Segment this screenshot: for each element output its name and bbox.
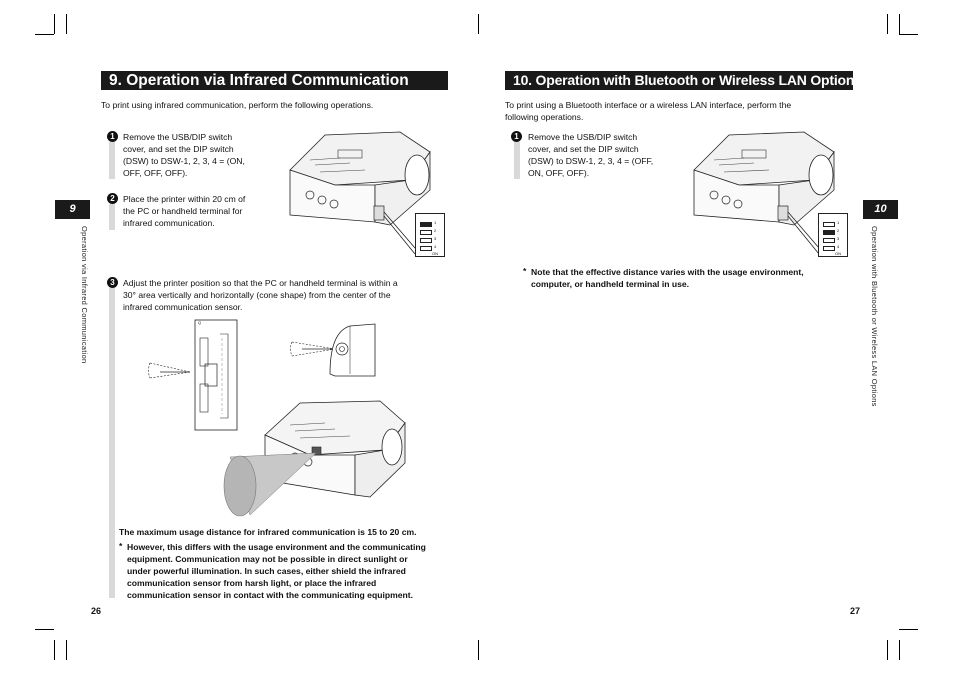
step-line: 30° area vertically and horizontally (co…: [123, 290, 391, 300]
dip-on-label: ON: [835, 251, 841, 256]
page-number: 26: [91, 606, 102, 616]
step-number: 3: [107, 277, 118, 288]
step-bar: [109, 204, 115, 230]
sensor-top-view: [290, 323, 376, 377]
printer-illustration: [289, 131, 431, 255]
note-text: Note that the effective distance varies …: [531, 266, 851, 290]
page-title: 9. Operation via Infrared Communication: [101, 71, 448, 90]
side-chapter-label: Operation via Infrared Communication: [80, 226, 89, 364]
step-bar: [109, 288, 115, 598]
step-number: 1: [107, 131, 118, 142]
step-line: the PC or handheld terminal for: [123, 206, 243, 216]
step-bar: [514, 142, 520, 179]
step-line: OFF, OFF, OFF).: [123, 168, 188, 178]
step-text: Remove the USB/DIP switch cover, and set…: [528, 131, 678, 179]
intro-text: To print using infrared communication, p…: [101, 100, 374, 110]
chapter-tab: 10: [863, 200, 898, 219]
dip-label: 3: [837, 236, 840, 241]
step-text: Remove the USB/DIP switch cover, and set…: [123, 131, 273, 179]
step-line: cover, and set the DIP switch: [528, 144, 639, 154]
step-text: Place the printer within 20 cm of the PC…: [123, 193, 273, 229]
step-line: Place the printer within 20 cm of: [123, 194, 246, 204]
step-number: 2: [107, 193, 118, 204]
step-bar: [109, 142, 115, 179]
printer-illustration: [693, 131, 835, 255]
note-line: computer, or handheld terminal in use.: [531, 279, 690, 289]
dip-switch-box: 1 2 3 4 ON: [415, 213, 445, 257]
dip-label: 3: [434, 236, 437, 241]
chapter-tab: 9: [55, 200, 90, 219]
step-number: 1: [511, 131, 522, 142]
step-line: ON, OFF, OFF).: [528, 168, 590, 178]
note-text: However, this differs with the usage env…: [127, 541, 457, 601]
page-number: 27: [850, 606, 861, 616]
max-distance-text: The maximum usage distance for infrared …: [119, 527, 417, 537]
dip-label: 4: [837, 244, 840, 249]
step-line: infrared communication.: [123, 218, 215, 228]
step-line: (DSW) to DSW-1, 2, 3, 4 = (OFF,: [528, 156, 654, 166]
step-text: Adjust the printer position so that the …: [123, 277, 453, 313]
note-star: *: [523, 266, 527, 276]
step-line: Remove the USB/DIP switch: [528, 132, 638, 142]
dip-label: 4: [434, 244, 437, 249]
dip-switch-box: 1 2 3 4 ON: [818, 213, 848, 257]
step-line: infrared communication sensor.: [123, 302, 243, 312]
page-title: 10. Operation with Bluetooth or Wireless…: [505, 71, 862, 90]
note-line: communication sensor from harsh light, o…: [127, 578, 377, 588]
step-line: Adjust the printer position so that the …: [123, 278, 398, 288]
dip-label: 1: [837, 220, 840, 225]
intro-line: To print using a Bluetooth interface or …: [505, 100, 792, 110]
side-chapter-label: Operation with Bluetooth or Wireless LAN…: [870, 226, 879, 407]
intro-line: following operations.: [505, 112, 584, 122]
dip-label: 2: [434, 228, 437, 233]
step-line: (DSW) to DSW-1, 2, 3, 4 = (ON,: [123, 156, 245, 166]
step-line: Remove the USB/DIP switch: [123, 132, 233, 142]
dip-label: 2: [837, 228, 840, 233]
intro-text: To print using a Bluetooth interface or …: [505, 99, 855, 123]
dip-on-label: ON: [432, 251, 438, 256]
note-line: equipment. Communication may not be poss…: [127, 554, 408, 564]
note-line: Note that the effective distance varies …: [531, 267, 804, 277]
note-line: under powerful illumination. In such cas…: [127, 566, 406, 576]
note-line: communication sensor in contact with the…: [127, 590, 414, 600]
sensor-side-view: [148, 319, 238, 431]
note-line: However, this differs with the usage env…: [127, 542, 426, 552]
step-line: cover, and set the DIP switch: [123, 144, 234, 154]
note-star: *: [119, 541, 123, 551]
infrared-cone-illustration: [223, 400, 406, 517]
dip-label: 1: [434, 220, 437, 225]
sensor-label: Q: [198, 320, 202, 325]
